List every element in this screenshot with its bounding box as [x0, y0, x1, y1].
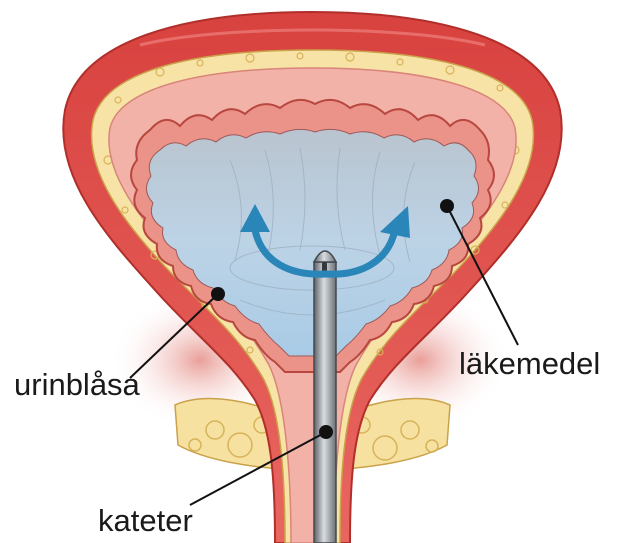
- catheter: [314, 251, 336, 543]
- dot-marker-icon: [211, 287, 225, 301]
- label-medication: läkemedel: [459, 348, 600, 379]
- label-bladder: urinblåsa: [14, 369, 140, 400]
- dot-marker-icon: [319, 425, 333, 439]
- dot-marker-icon: [440, 199, 454, 213]
- label-catheter: kateter: [98, 505, 193, 536]
